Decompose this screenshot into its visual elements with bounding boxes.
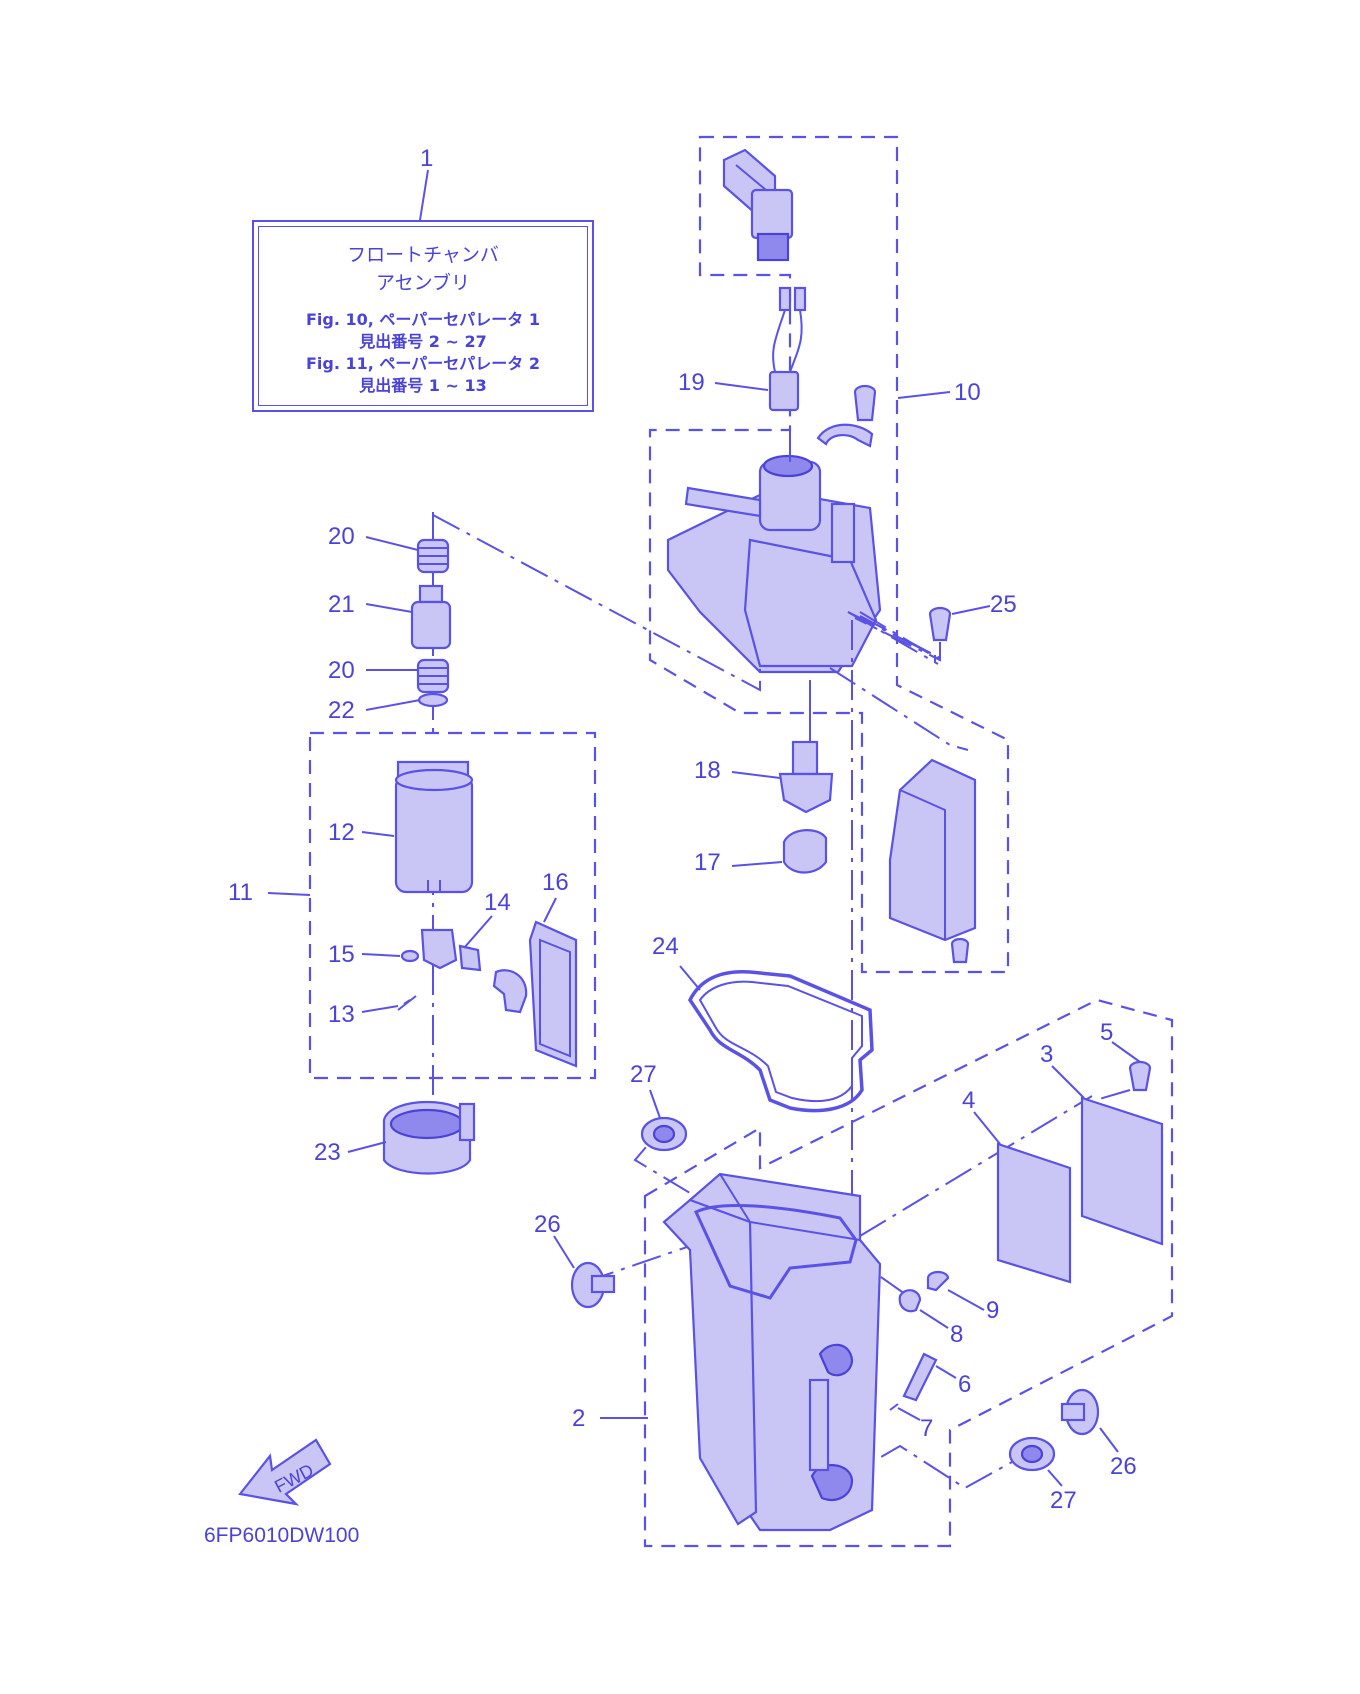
callout-11: 11: [228, 879, 253, 906]
separator-plates: [973, 1041, 1164, 1284]
callout-26a: 26: [534, 1211, 561, 1238]
leader-20a: [365, 536, 419, 551]
stack-20-22: [365, 536, 452, 711]
callout-19: 19: [678, 369, 705, 396]
wire-harness: [714, 286, 807, 412]
leader-27b: [1047, 1469, 1063, 1487]
pump-motor: [361, 760, 474, 894]
callout-12: 12: [328, 819, 355, 846]
callout-9: 9: [986, 1297, 999, 1324]
screw-clamp: [816, 384, 951, 448]
leader-17: [731, 861, 783, 867]
callout-23: 23: [314, 1139, 341, 1166]
sensor-connector: [722, 148, 794, 262]
clip-17: [731, 829, 828, 874]
callout-21: 21: [328, 591, 355, 618]
leader-13: [361, 1005, 399, 1013]
pump-head: [666, 430, 882, 745]
cover: [888, 758, 977, 964]
leader-12: [361, 831, 395, 837]
leader-11: [267, 892, 311, 896]
callout-10: 10: [954, 379, 981, 406]
callout-4: 4: [962, 1087, 975, 1114]
leader-1: [419, 169, 429, 221]
leader-18: [731, 771, 781, 779]
callout-26b: 26: [1110, 1453, 1137, 1480]
grommet-27b: [1008, 1436, 1063, 1487]
leader-25: [951, 605, 991, 615]
callout-27a: 27: [630, 1061, 657, 1088]
leader-15: [361, 953, 401, 957]
leader-7: [897, 1407, 921, 1421]
outlet-fitting: [267, 892, 528, 1014]
leader-4: [973, 1111, 1001, 1145]
callout-7: 7: [920, 1415, 933, 1442]
leader-26a: [553, 1235, 575, 1269]
leader-3: [1051, 1065, 1085, 1099]
callout-1: 1: [420, 145, 433, 172]
callout-24: 24: [652, 933, 679, 960]
leader-6: [935, 1365, 957, 1379]
leader-5: [1111, 1041, 1141, 1063]
callout-25: 25: [990, 591, 1017, 618]
float-chamber: [600, 1172, 882, 1532]
callout-16: 16: [542, 869, 569, 896]
callout-2: 2: [572, 1405, 585, 1432]
fwd-arrow: FWD: [237, 1438, 332, 1506]
drawing-code: 6FP6010DW100: [204, 1524, 360, 1547]
leader-26b: [1099, 1427, 1119, 1453]
callout-20b: 20: [328, 657, 355, 684]
callout-14: 14: [484, 889, 511, 916]
callout-3: 3: [1040, 1041, 1053, 1068]
leader-22: [365, 699, 421, 711]
callout-22: 22: [328, 697, 355, 724]
note-box: フロートチャンバ アセンブリ Fig. 10, ペーパーセパレータ 1 見出番号…: [252, 220, 594, 412]
group-11-outline: [308, 731, 597, 1080]
note-line-1: フロートチャンバ: [347, 244, 499, 266]
note-line-3: Fig. 10, ペーパーセパレータ 1: [306, 310, 540, 329]
grommet-27a: [640, 1089, 688, 1152]
screw-25: [854, 605, 991, 662]
screw-26b: [1060, 1388, 1119, 1453]
callout-18: 18: [694, 757, 721, 784]
leader-9: [947, 1289, 985, 1311]
callout-27b: 27: [1050, 1487, 1077, 1514]
leader-21: [365, 603, 413, 613]
leader-8: [919, 1309, 949, 1329]
note-line-2: アセンブリ: [375, 272, 471, 294]
note-box-inner: [258, 226, 588, 406]
valve-18: [731, 740, 834, 814]
leader-14: [463, 915, 493, 949]
callout-8: 8: [950, 1321, 963, 1348]
note-line-5: Fig. 11, ペーパーセパレータ 2: [306, 354, 540, 373]
callout-13: 13: [328, 1001, 355, 1028]
leader-24: [679, 965, 701, 991]
callout-numbers: 1 10 19 20 21 20 22 25 18 17 12 11 14 16…: [228, 145, 1137, 1514]
leader-10: [897, 391, 951, 399]
leader-27a: [649, 1089, 661, 1119]
assembly-lines: [432, 512, 1093, 1490]
callout-6: 6: [958, 1371, 971, 1398]
leader-23: [347, 1141, 387, 1153]
filter-16: [528, 897, 578, 1068]
callout-5: 5: [1100, 1019, 1113, 1046]
leader-19: [714, 382, 769, 391]
leader-16: [543, 897, 557, 923]
note-line-6: 見出番号 1 ~ 13: [359, 376, 487, 395]
callout-17: 17: [694, 849, 721, 876]
callout-20a: 20: [328, 523, 355, 550]
small-parts: [889, 1270, 985, 1421]
strainer-23: [347, 1100, 476, 1175]
note-line-4: 見出番号 2 ~ 27: [359, 332, 487, 351]
gasket-24: [679, 965, 874, 1113]
screw-26a: [553, 1235, 616, 1309]
callout-15: 15: [328, 941, 355, 968]
